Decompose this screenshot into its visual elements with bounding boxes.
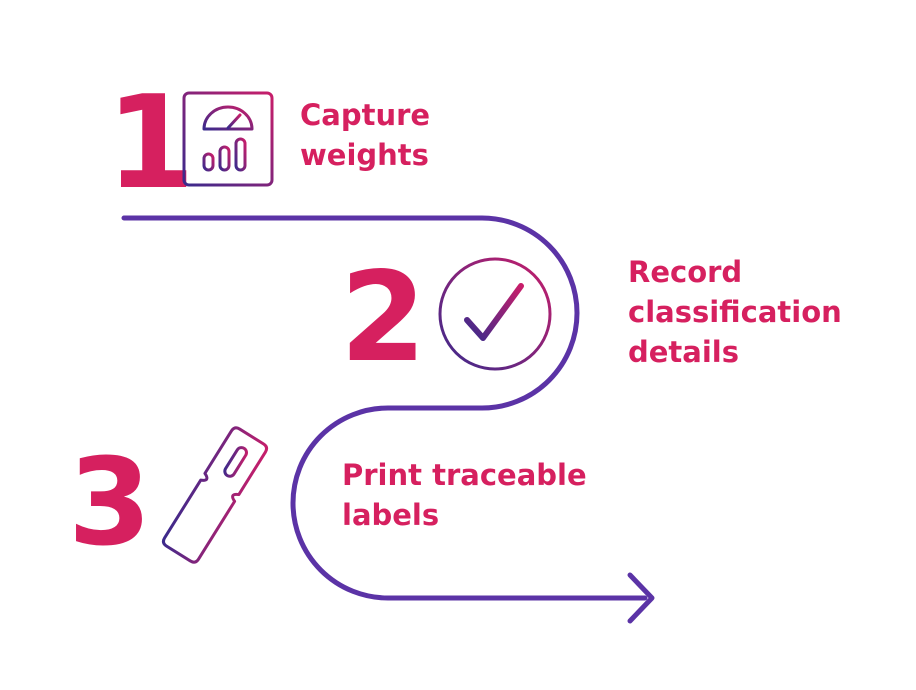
step-3-number: 3: [68, 434, 151, 573]
step-1-label: Capture weights: [300, 98, 431, 172]
label-tag-icon: [161, 426, 269, 564]
step-2-label: Record classification details: [628, 255, 842, 369]
arrow-head-icon: [627, 572, 655, 624]
process-path-line: [121, 215, 648, 601]
step-2-number: 2: [340, 246, 426, 390]
step-1-number: 1: [106, 69, 195, 218]
step-3-label: Print traceable labels: [342, 458, 587, 532]
scale-icon: [182, 91, 274, 187]
checkmark-circle-icon: [438, 257, 552, 371]
